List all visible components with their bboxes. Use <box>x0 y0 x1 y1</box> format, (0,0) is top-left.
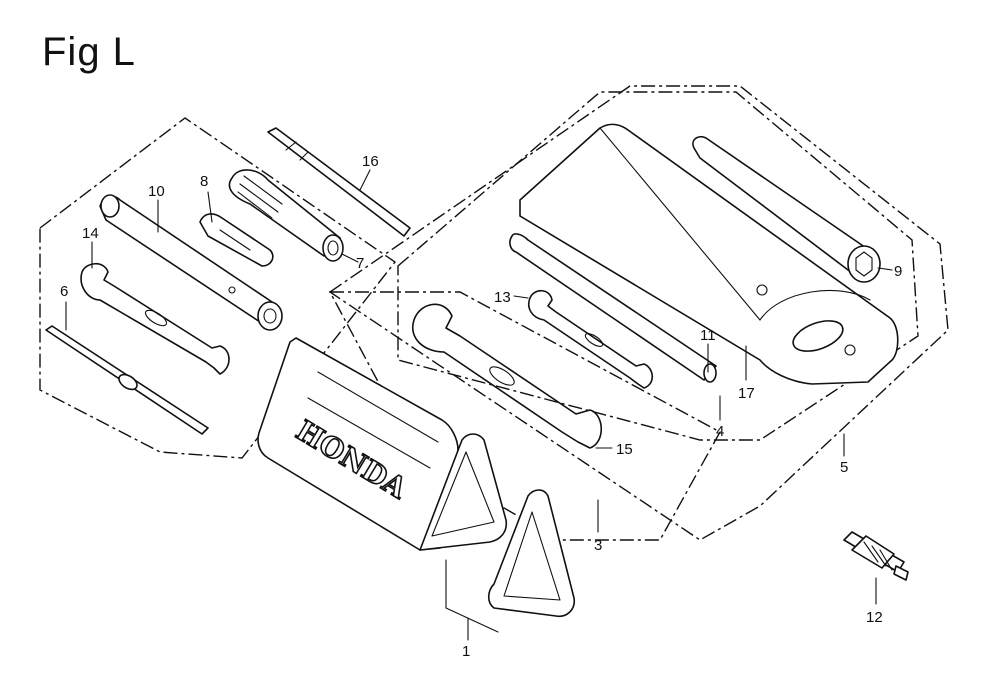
inner-kit-outline <box>397 91 919 441</box>
box-wrench-9 <box>692 135 881 283</box>
callout-5: 5 <box>840 459 848 476</box>
rod-11 <box>509 233 717 383</box>
callout-11: 11 <box>700 327 716 344</box>
callout-1: 1 <box>462 643 470 660</box>
spark-plug-12 <box>843 531 909 581</box>
callout-4: 4 <box>716 423 724 440</box>
callout-17: 17 <box>738 385 755 402</box>
bit-8 <box>199 213 274 267</box>
callout-15: 15 <box>616 441 633 458</box>
callout-14: 14 <box>82 225 99 242</box>
callout-12: 12 <box>866 609 883 626</box>
screwdriver-16 <box>267 127 411 237</box>
wrench-13 <box>528 289 654 389</box>
callout-9: 9 <box>894 263 902 280</box>
callout-16: 16 <box>362 153 379 170</box>
callout-3: 3 <box>594 537 602 554</box>
wrench-15 <box>411 303 603 449</box>
callout-13: 13 <box>494 289 511 306</box>
tool-case-1: HONDA <box>257 337 576 618</box>
callout-7: 7 <box>356 255 364 272</box>
left-tool-group-outline <box>39 117 397 459</box>
callout-8: 8 <box>200 173 208 190</box>
tool-bag-17 <box>519 123 899 385</box>
figure-title: Fig L <box>42 30 136 74</box>
callout-10: 10 <box>148 183 165 200</box>
socket-tube-10 <box>99 194 283 331</box>
wrench-14 <box>80 262 230 375</box>
callout-6: 6 <box>60 283 68 300</box>
screwdriver-bar-6 <box>45 325 209 435</box>
outer-kit-outline <box>328 85 949 541</box>
driver-handle-7 <box>228 169 344 262</box>
